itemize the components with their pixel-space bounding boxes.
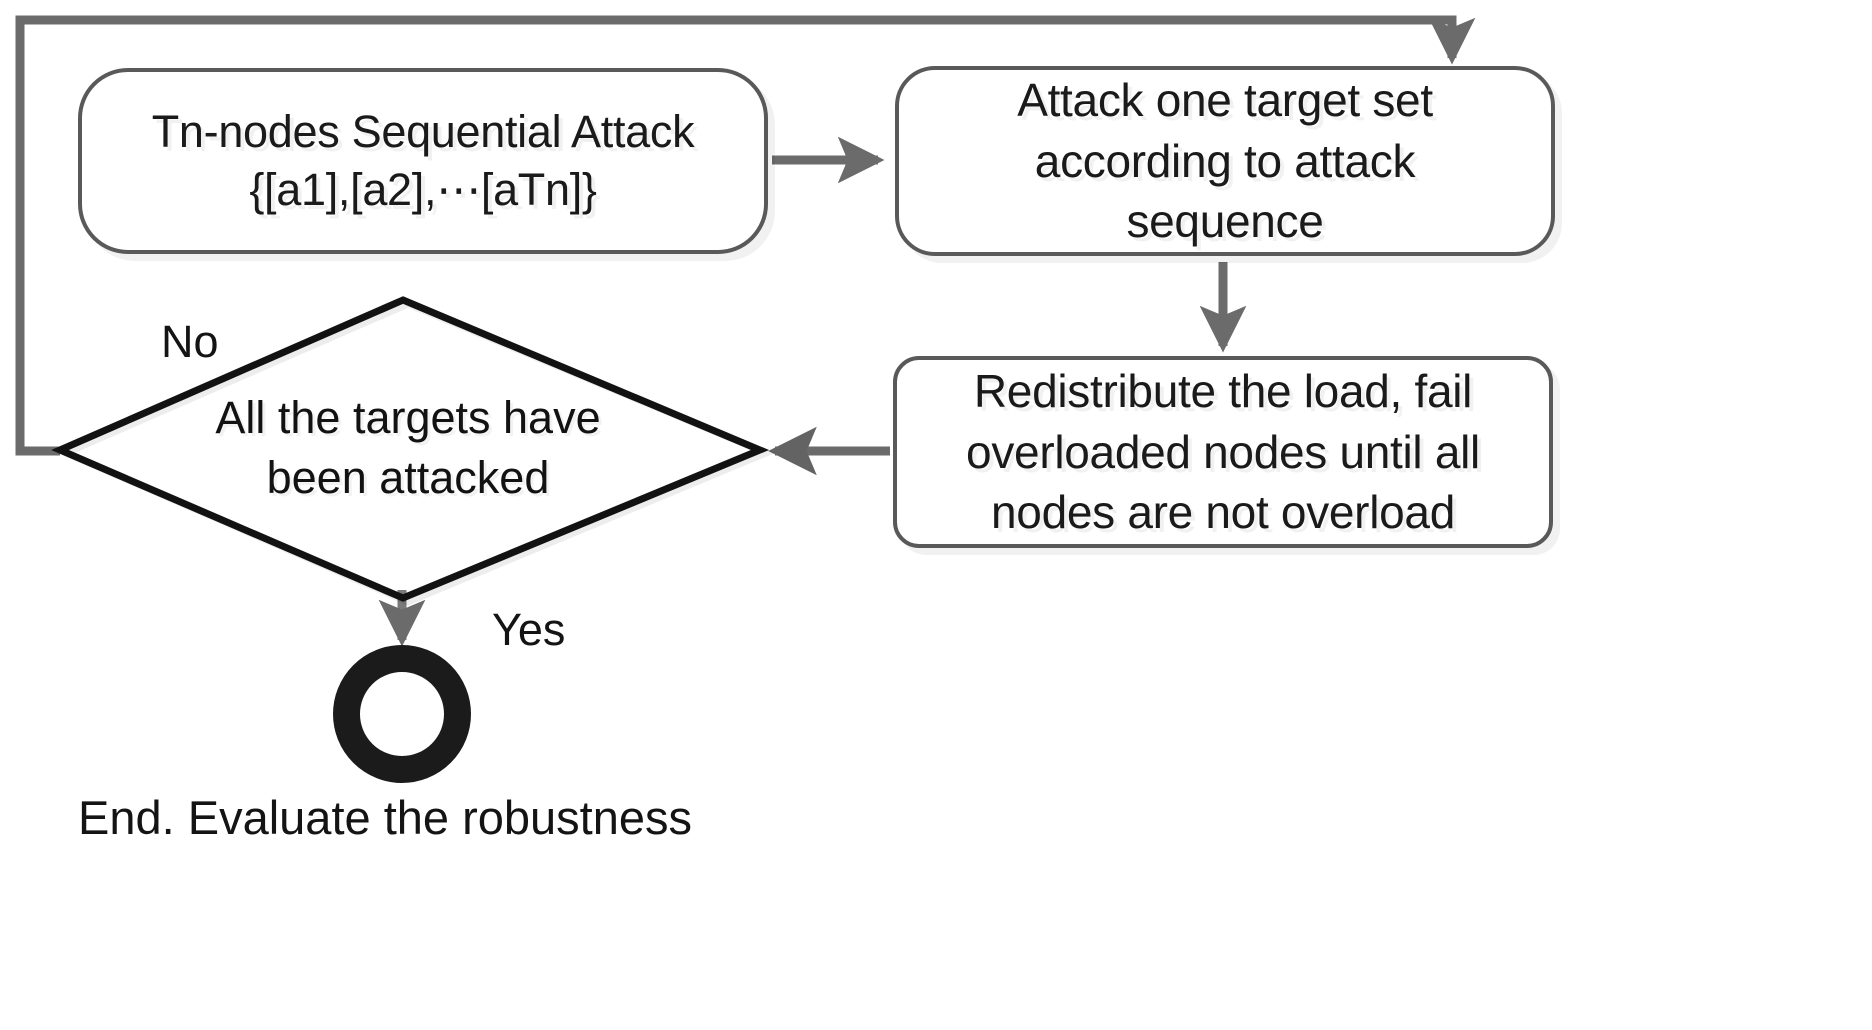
edge-label-yes: Yes: [492, 604, 566, 655]
node-decision-all-targets-attacked[interactable]: All the targets have been attacked: [58, 296, 758, 606]
node-decision-all-targets-attacked-label: All the targets have been attacked: [215, 392, 601, 503]
node-attack-one-target-set[interactable]: Attack one target set according to attac…: [895, 66, 1555, 256]
node-attack-one-target-set-label: Attack one target set according to attac…: [1017, 73, 1433, 248]
node-redistribute-load-label: Redistribute the load, fail overloaded n…: [966, 364, 1480, 539]
node-redistribute-load[interactable]: Redistribute the load, fail overloaded n…: [893, 356, 1553, 548]
node-sequential-attack-label: Tn-nodes Sequential Attack {[a1],[a2],⋯[…: [151, 105, 695, 216]
end-caption: End. Evaluate the robustness: [78, 791, 693, 844]
edge-label-no: No: [161, 316, 219, 367]
node-end-terminator[interactable]: [333, 645, 471, 783]
node-sequential-attack[interactable]: Tn-nodes Sequential Attack {[a1],[a2],⋯[…: [78, 68, 768, 254]
